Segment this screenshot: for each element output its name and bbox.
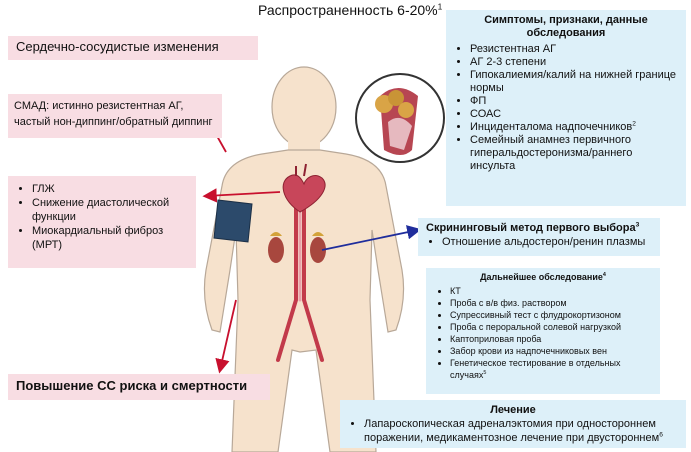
list-item: Каптоприловая проба xyxy=(450,333,652,345)
list-item: Миокардиальный фиброз (МРТ) xyxy=(32,224,188,252)
list-item: ГЛЖ xyxy=(32,182,188,196)
abpm-line-2: частый нон-диппинг/обратный диппинг xyxy=(14,116,213,128)
list-item: Супрессивный тест с флудрокортизоном xyxy=(450,309,652,321)
kidney-icon xyxy=(268,237,326,263)
further-title: Дальнейшее обследование4 xyxy=(480,272,606,282)
list-item: АГ 2-3 степени xyxy=(470,56,678,69)
screening-title: Скрининговый метод первого выбора3 xyxy=(426,221,640,234)
symptoms-title: Симптомы, признаки, данные обследования xyxy=(484,14,648,39)
heart-effects-box: ГЛЖ Снижение диастолической функции Миок… xyxy=(8,176,196,268)
list-item: Забор крови из надпочечниковых вен xyxy=(450,345,652,357)
list-item: Снижение диастолической функции xyxy=(32,196,188,224)
risk-title: Повышение СС риска и смертности xyxy=(16,378,248,393)
list-item: Генетическое тестирование в отдельных сл… xyxy=(450,357,652,381)
arrow-risk xyxy=(215,299,237,374)
heart-effects-list: ГЛЖ Снижение диастолической функции Миок… xyxy=(16,182,188,252)
abpm-box: СМАД: истинно резистентная АГ, частый но… xyxy=(8,94,222,138)
list-item: Отношение альдостерон/ренин плазмы xyxy=(442,235,652,249)
arrow-heart-effects xyxy=(202,188,281,203)
risk-box: Повышение СС риска и смертности xyxy=(8,374,270,400)
list-item: ФП xyxy=(470,95,678,108)
list-item: Семейный анамнез первичного гиперальдост… xyxy=(470,134,678,173)
vessels-illustration xyxy=(276,198,324,362)
list-item: Гипокалиемия/калий на нижней границе нор… xyxy=(470,69,678,95)
treatment-list: Лапароскопическая адреналэктомия при одн… xyxy=(348,417,678,445)
list-item: Проба с пероральной солевой нагрузкой xyxy=(450,321,652,333)
list-item: КТ xyxy=(450,285,652,297)
arrow-screening xyxy=(321,225,422,251)
further-list: КТ Проба с в/в физ. раствором Супрессивн… xyxy=(434,285,652,381)
list-item: Проба с в/в физ. раствором xyxy=(450,297,652,309)
treatment-box: Лечение Лапароскопическая адреналэктомия… xyxy=(340,400,686,448)
list-item: СОАС xyxy=(470,108,678,121)
list-item: Резистентная АГ xyxy=(470,43,678,56)
symptoms-list: Резистентная АГ АГ 2-3 степени Гипокалие… xyxy=(454,43,678,173)
prevalence-text: Распространенность 6-20% xyxy=(258,2,438,18)
list-item: Лапароскопическая адреналэктомия при одн… xyxy=(364,417,678,445)
screening-box: Скрининговый метод первого выбора3 Отнош… xyxy=(418,218,660,256)
prevalence-title: Распространенность 6-20%1 xyxy=(258,2,442,18)
adrenal-gland-icon xyxy=(270,232,324,236)
treatment-title: Лечение xyxy=(490,404,536,416)
list-item: Инциденталома надпочечников2 xyxy=(470,121,678,134)
heart-icon xyxy=(282,163,326,213)
cardio-changes-box: Сердечно-сосудистые изменения xyxy=(8,36,258,60)
symptoms-box: Симптомы, признаки, данные обследования … xyxy=(446,10,686,206)
cardio-changes-title: Сердечно-сосудистые изменения xyxy=(16,39,219,54)
screening-list: Отношение альдостерон/ренин плазмы xyxy=(426,235,652,249)
magnifier-circle-icon xyxy=(355,73,445,163)
blood-pressure-cuff-icon xyxy=(213,199,253,243)
abpm-line-1: СМАД: истинно резистентная АГ, xyxy=(14,100,184,112)
prevalence-ref: 1 xyxy=(437,1,443,12)
further-box: Дальнейшее обследование4 КТ Проба с в/в … xyxy=(426,268,660,394)
